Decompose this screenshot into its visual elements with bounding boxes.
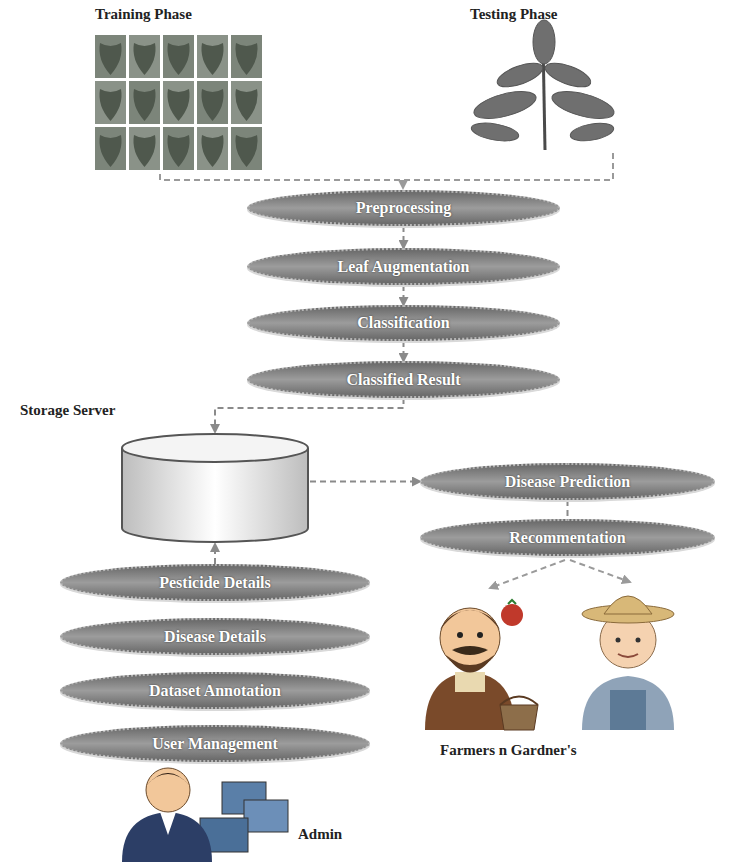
dashed-connector bbox=[403, 341, 405, 361]
node-text: Dataset Annotation bbox=[149, 682, 281, 700]
admin-figure bbox=[122, 768, 288, 862]
node-text: Classified Result bbox=[346, 371, 460, 389]
caption-label: Testing Phase bbox=[470, 6, 557, 23]
caption-label: Training Phase bbox=[95, 6, 192, 23]
node-text: Classification bbox=[357, 314, 449, 332]
tomato-leaf bbox=[470, 20, 617, 150]
leaf-grid bbox=[95, 35, 262, 170]
dashed-connector bbox=[215, 398, 404, 432]
node-text: User Management bbox=[152, 735, 277, 753]
dashed-connector bbox=[214, 544, 216, 564]
node-text: Leaf Augmentation bbox=[338, 258, 470, 276]
caption-label: Admin bbox=[298, 826, 342, 843]
process-pill: Leaf Augmentation bbox=[247, 248, 560, 285]
caption-label: Farmers n Gardner's bbox=[440, 742, 577, 759]
process-pill: Disease Prediction bbox=[420, 463, 715, 500]
farmer-figure bbox=[425, 600, 538, 730]
storage-cylinder: Storage Server bbox=[120, 432, 310, 544]
process-pill: User Management bbox=[60, 725, 370, 762]
node-text: Disease Prediction bbox=[505, 473, 630, 491]
dashed-connector bbox=[403, 226, 405, 248]
node-heading: Storage Server bbox=[20, 402, 115, 419]
cylinder-shape bbox=[120, 432, 310, 544]
input-lines bbox=[160, 152, 613, 188]
process-pill: Pesticide Details bbox=[60, 564, 370, 601]
process-pill: Classified Result bbox=[247, 361, 560, 398]
process-pill: Disease Details bbox=[60, 618, 370, 655]
dashed-connector bbox=[403, 285, 405, 305]
gardener-figure bbox=[582, 596, 674, 730]
process-pill: Recommentation bbox=[420, 519, 715, 556]
dashed-connector bbox=[310, 481, 420, 483]
process-pill: Dataset Annotation bbox=[60, 672, 370, 709]
process-pill: Preprocessing bbox=[247, 190, 560, 226]
dashed-connector bbox=[567, 500, 569, 519]
recommendation-lines bbox=[490, 560, 630, 588]
process-pill: Classification bbox=[247, 305, 560, 341]
node-text: Disease Details bbox=[164, 628, 266, 646]
node-text: Pesticide Details bbox=[159, 574, 271, 592]
node-text: Recommentation bbox=[509, 529, 625, 547]
node-text: Preprocessing bbox=[356, 199, 451, 217]
